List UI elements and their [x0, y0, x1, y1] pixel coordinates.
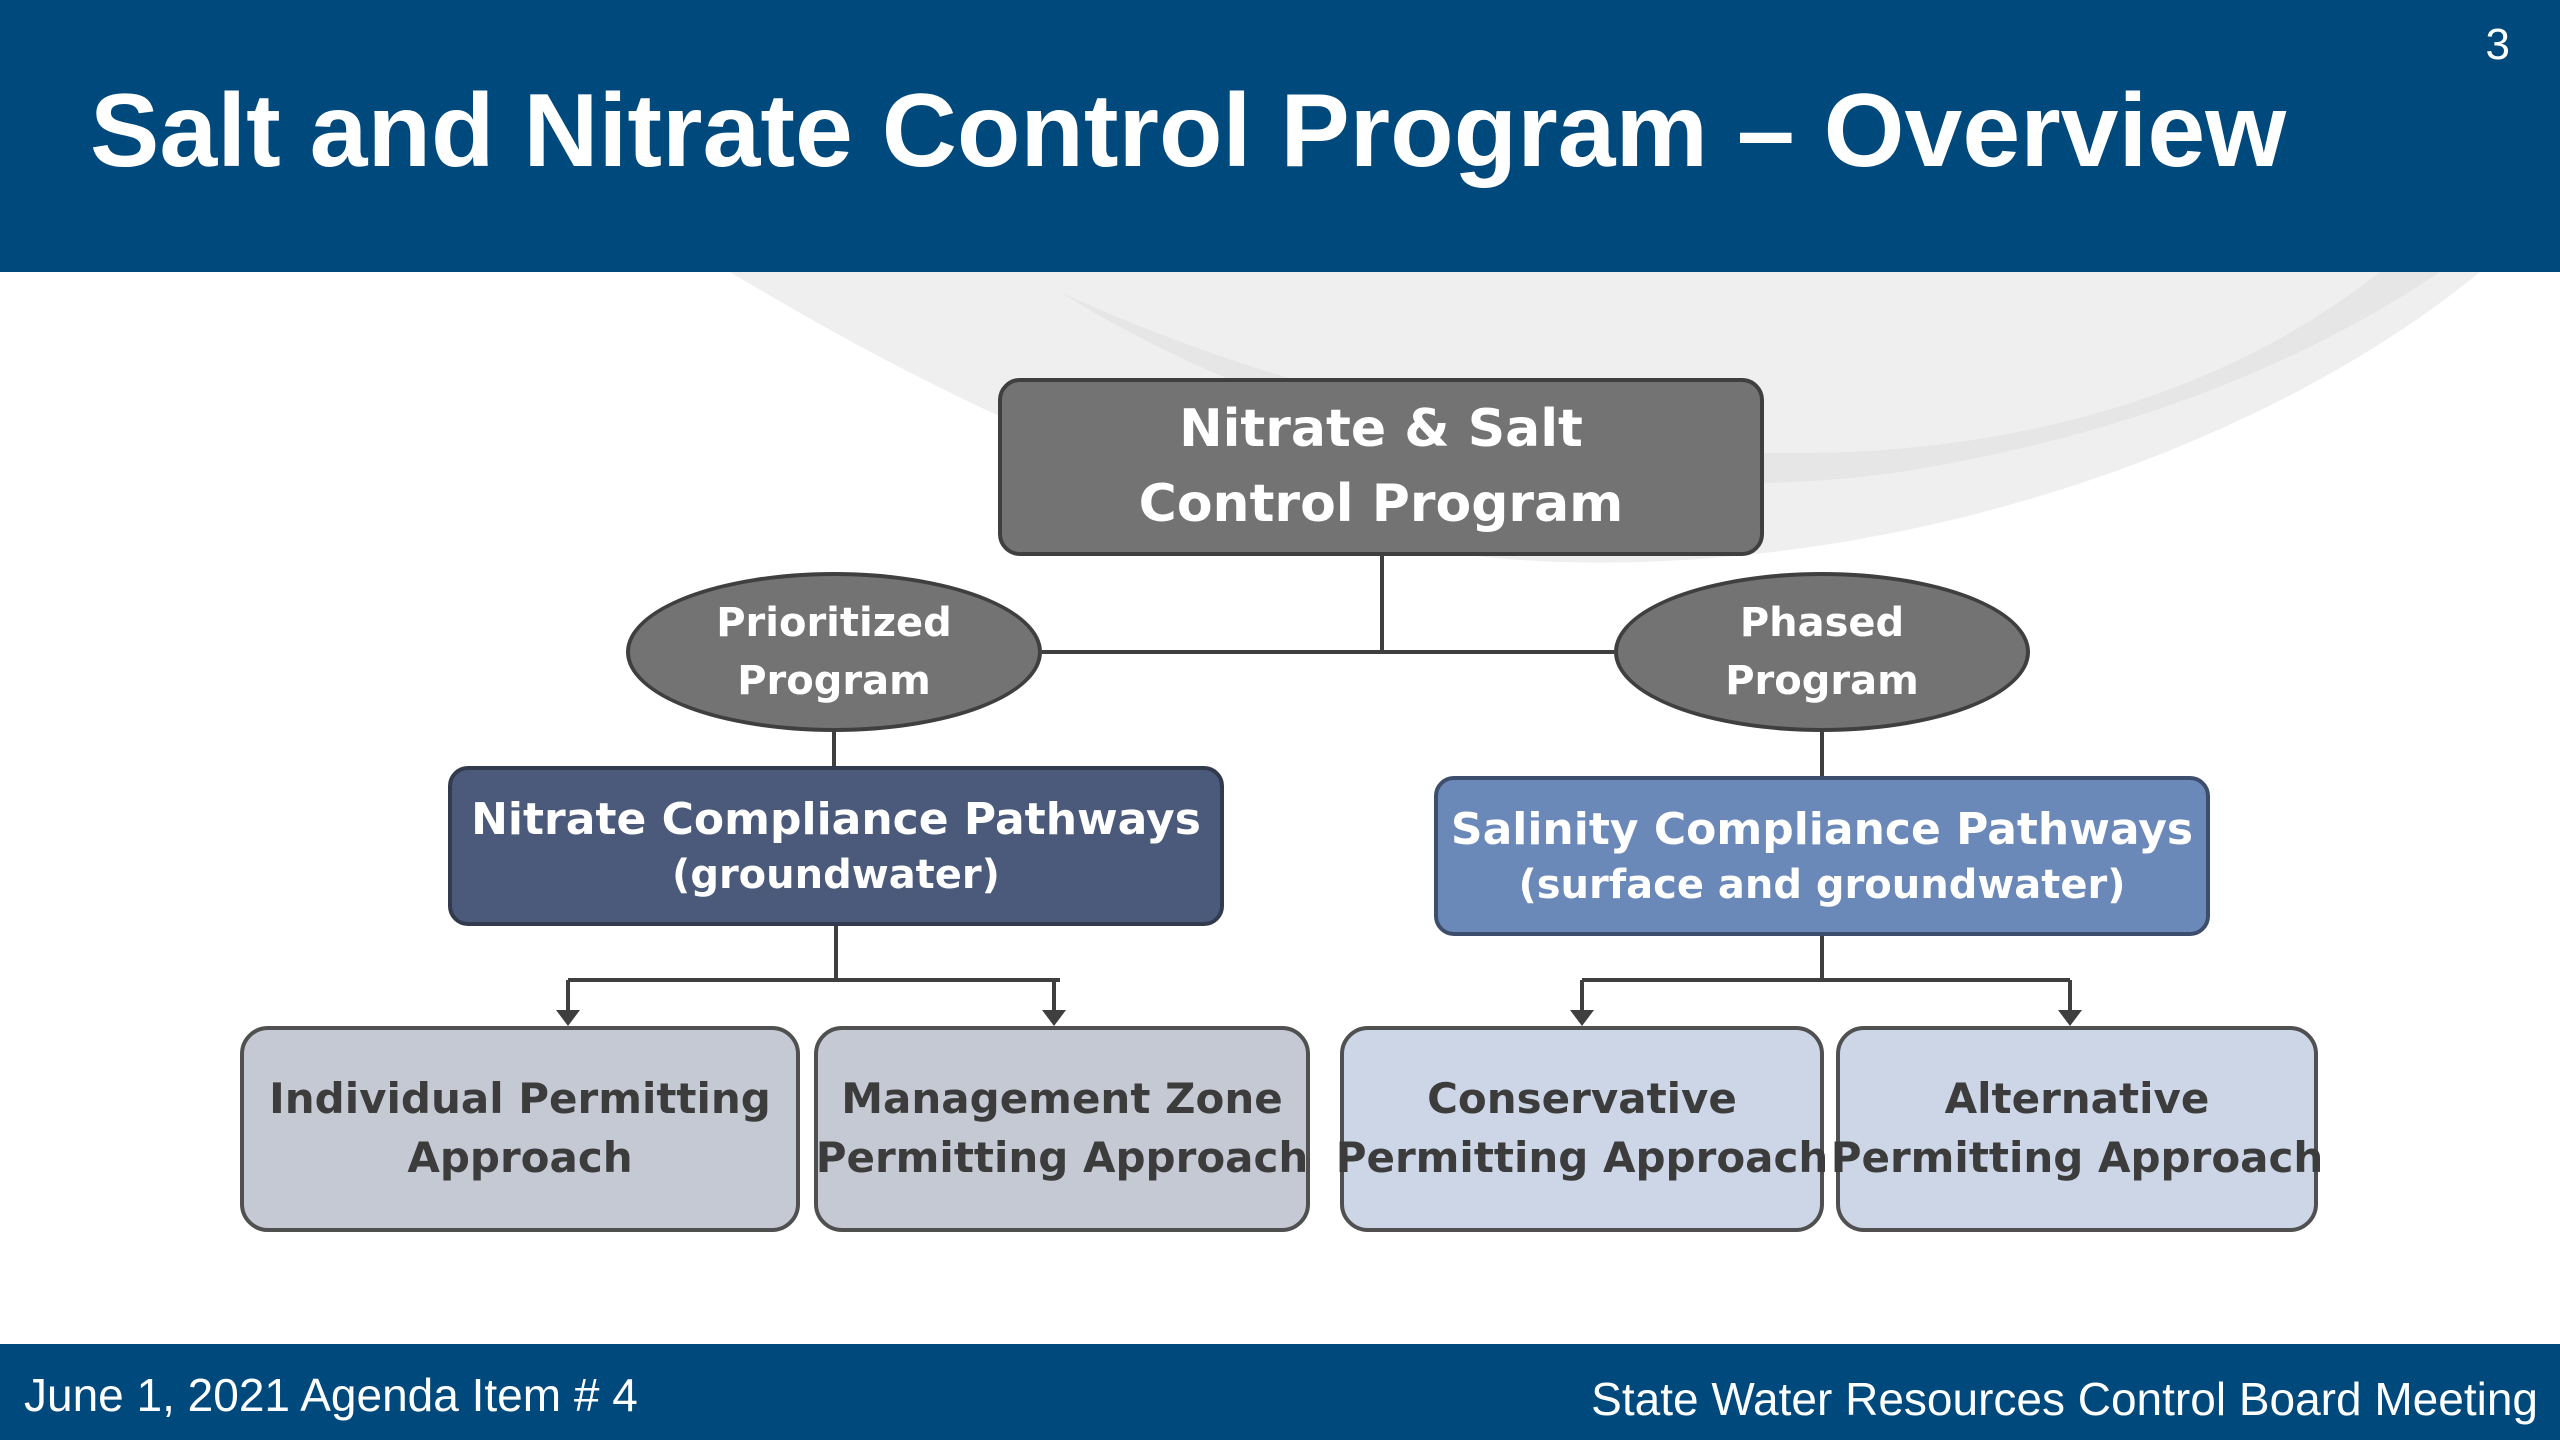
phased-program-node: Phased Program	[1614, 572, 2030, 732]
prioritized-program-node: Prioritized Program	[626, 572, 1042, 732]
phased-line-1: Phased	[1739, 600, 1905, 646]
title-bar	[0, 0, 2560, 272]
footer-bar	[0, 1344, 2560, 1440]
alternative-line-2: Permitting Approach	[1830, 1133, 2324, 1182]
root-node: Nitrate & Salt Control Program	[998, 378, 1764, 556]
conservative-permitting-node: Conservative Permitting Approach	[1336, 1026, 1828, 1232]
alternative-line-1: Alternative	[1944, 1074, 2210, 1124]
page-number: 3	[2485, 20, 2510, 69]
conservative-line-1: Conservative	[1427, 1074, 1737, 1124]
root-line-1: Nitrate & Salt	[1179, 398, 1583, 459]
alternative-permitting-node: Alternative Permitting Approach	[1831, 1026, 2323, 1232]
root-line-2: Control Program	[1138, 474, 1624, 534]
salinity-pathway-line-1: Salinity Compliance Pathways	[1450, 803, 2194, 855]
individual-line-2: Approach	[407, 1133, 633, 1182]
management-zone-line-2: Permitting Approach	[815, 1133, 1309, 1182]
nitrate-pathway-node: Nitrate Compliance Pathways (groundwater…	[448, 766, 1224, 926]
arrowhead-alternative	[2058, 1010, 2082, 1026]
arrowhead-conservative	[1570, 1010, 1594, 1026]
nitrate-pathway-line-2: (groundwater)	[672, 851, 1000, 898]
management-zone-line-1: Management Zone	[841, 1074, 1283, 1124]
individual-line-1: Individual Permitting	[269, 1074, 771, 1124]
management-zone-node: Management Zone Permitting Approach	[814, 1026, 1310, 1232]
arrowhead-individual	[556, 1010, 580, 1026]
slide-title: Salt and Nitrate Control Program – Overv…	[90, 73, 2287, 189]
phased-line-2: Program	[1725, 658, 1919, 704]
nitrate-pathway-line-1: Nitrate Compliance Pathways	[471, 793, 1201, 845]
arrowhead-management-zone	[1042, 1010, 1066, 1026]
prioritized-line-2: Program	[737, 658, 931, 704]
individual-permitting-node: Individual Permitting Approach	[240, 1026, 800, 1232]
prioritized-line-1: Prioritized	[716, 600, 952, 646]
footer-date-agenda: June 1, 2021 Agenda Item # 4	[24, 1369, 638, 1421]
salinity-pathway-line-2: (surface and groundwater)	[1518, 861, 2126, 908]
salinity-pathway-node: Salinity Compliance Pathways (surface an…	[1434, 776, 2210, 936]
conservative-line-2: Permitting Approach	[1335, 1133, 1829, 1182]
footer-meeting-name: State Water Resources Control Board Meet…	[1591, 1373, 2538, 1425]
